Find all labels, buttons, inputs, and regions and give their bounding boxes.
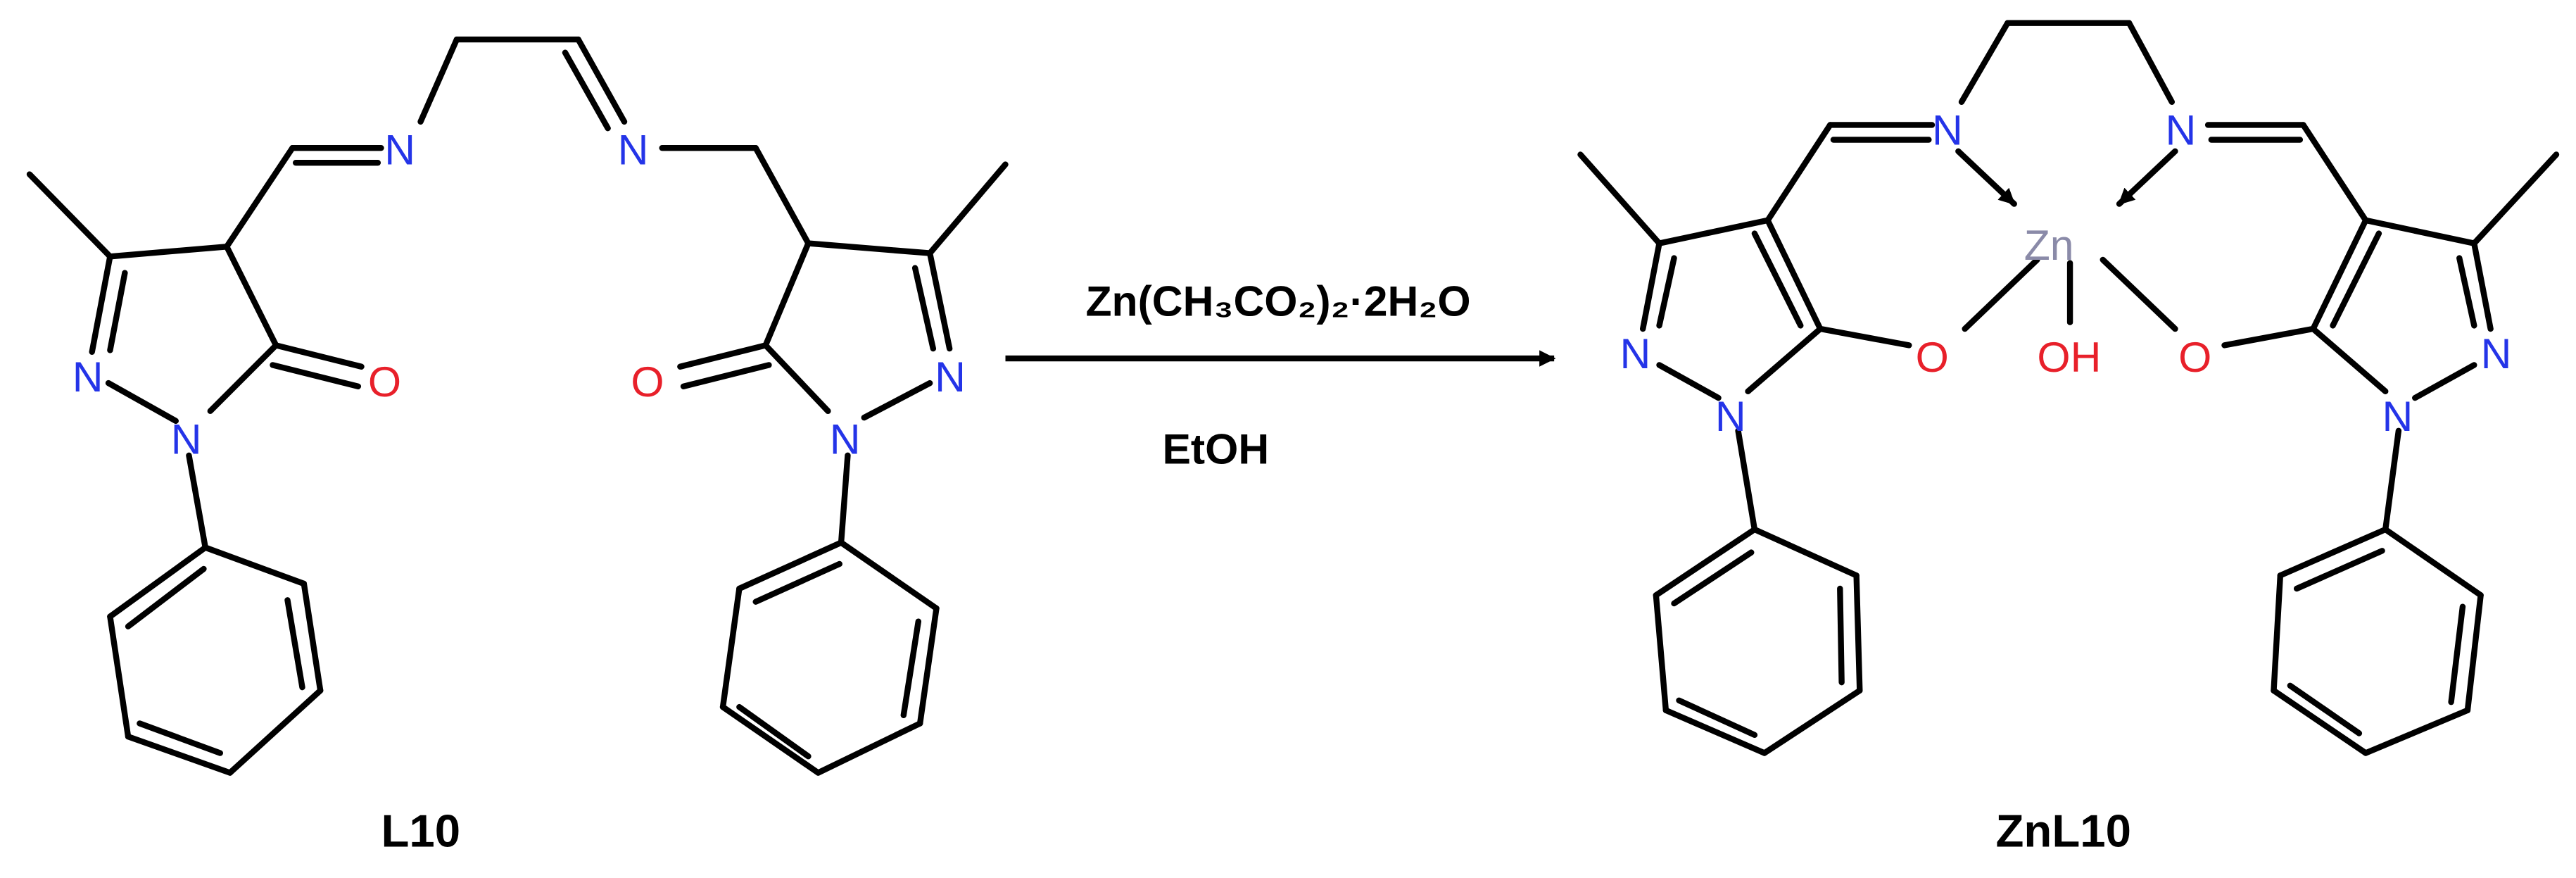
left-phenyl <box>107 452 324 776</box>
atom-n-ring-left-2: N <box>171 415 202 463</box>
atom-n-ring-left-1-product: N <box>1620 330 1651 377</box>
solvent-label: EtOH <box>1162 425 1269 473</box>
imine-bridge <box>417 36 759 151</box>
atom-n-imine-right-product: N <box>2165 106 2196 153</box>
reagent-label: Zn(CH₃CO₂)₂·2H₂O <box>1085 277 1470 325</box>
atom-zn: Zn <box>2024 221 2074 269</box>
atom-n-ring-right-1: N <box>935 353 966 401</box>
product-left-phenyl <box>1653 427 1863 756</box>
right-phenyl <box>719 452 940 776</box>
atom-n-imine-right: N <box>618 126 649 174</box>
atom-n-ring-right-1-product: N <box>2481 330 2512 377</box>
reaction-arrow-group: Zn(CH₃CO₂)₂·2H₂O EtOH <box>1005 277 1556 473</box>
atom-n-imine-left-product: N <box>1932 106 1963 153</box>
product-right-pyrazole <box>2221 122 2560 401</box>
atom-oh: OH <box>2037 333 2101 381</box>
right-pyrazolone <box>677 144 1009 421</box>
atom-o-right-product: O <box>2178 333 2211 381</box>
product-right-phenyl <box>2271 427 2484 756</box>
product-bridge <box>1958 20 2175 105</box>
reactant-label: L10 <box>381 805 461 857</box>
atom-o-left: O <box>368 358 401 406</box>
left-pyrazolone <box>26 144 384 425</box>
product-label: ZnL10 <box>1996 805 2131 857</box>
atom-o-left-product: O <box>1916 333 1949 381</box>
atom-n-ring-left-2-product: N <box>1715 392 1746 440</box>
atom-n-ring-left-1: N <box>72 353 103 401</box>
atom-n-imine-left: N <box>384 126 415 174</box>
product-left-pyrazole <box>1577 122 1912 401</box>
coordination-bonds <box>1955 148 2178 332</box>
atom-n-ring-right-2-product: N <box>2382 392 2413 440</box>
atom-n-ring-right-2: N <box>830 415 861 463</box>
reactant-l10: N N N N O N N O L10 <box>26 36 1009 857</box>
atom-o-right: O <box>631 358 664 406</box>
product-znl10: N N Zn OH O O N N N N ZnL10 <box>1577 20 2560 857</box>
